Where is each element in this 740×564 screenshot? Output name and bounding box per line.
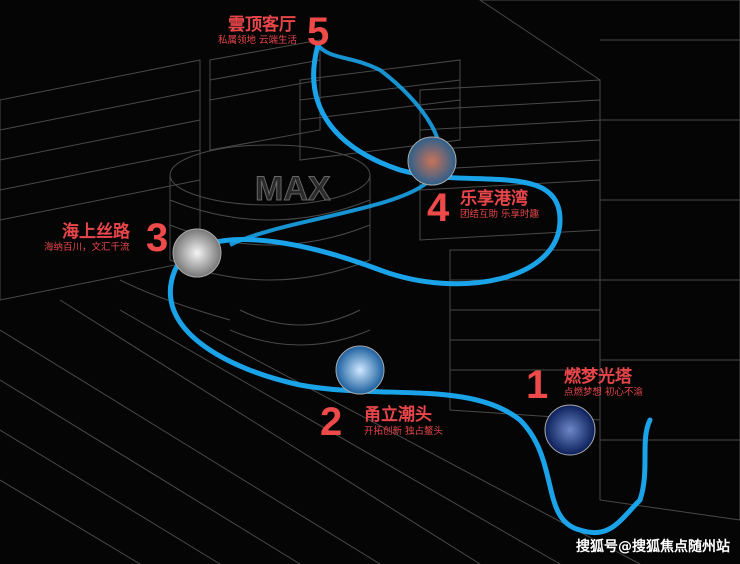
- stop-1-title: 燃梦光塔: [564, 367, 632, 387]
- lighthouse-photo: [544, 404, 596, 456]
- watermark: 搜狐号@搜狐焦点随州站: [576, 539, 730, 555]
- stop-2-number: 2: [320, 400, 343, 444]
- route-path: [167, 42, 653, 536]
- stop-1-subtitle: 点燃梦想 初心不渝: [564, 387, 644, 398]
- wave-photo: [335, 345, 385, 395]
- building-sign: MAX: [255, 170, 331, 208]
- stop-3-number: 3: [146, 216, 169, 260]
- silk-road-photo: [172, 228, 222, 278]
- stop-2-subtitle: 开拓创新 独占鳌头: [364, 426, 444, 437]
- stop-5-title: 雲顶客厅: [228, 15, 296, 35]
- stop-4-subtitle: 团结互助 乐享时趣: [460, 209, 540, 220]
- stop-2-title: 甬立潮头: [364, 405, 432, 425]
- stop-4-title: 乐享港湾: [460, 189, 528, 209]
- stop-1-number: 1: [526, 363, 549, 407]
- stop-5-number: 5: [307, 10, 330, 54]
- harbor-photo: [407, 136, 457, 186]
- stop-5-subtitle: 私属领地 云端生活: [218, 35, 298, 46]
- stop-3-subtitle: 海纳百川，文汇千流: [44, 242, 130, 253]
- stop-3-title: 海上丝路: [62, 222, 130, 242]
- stop-4-number: 4: [427, 186, 450, 230]
